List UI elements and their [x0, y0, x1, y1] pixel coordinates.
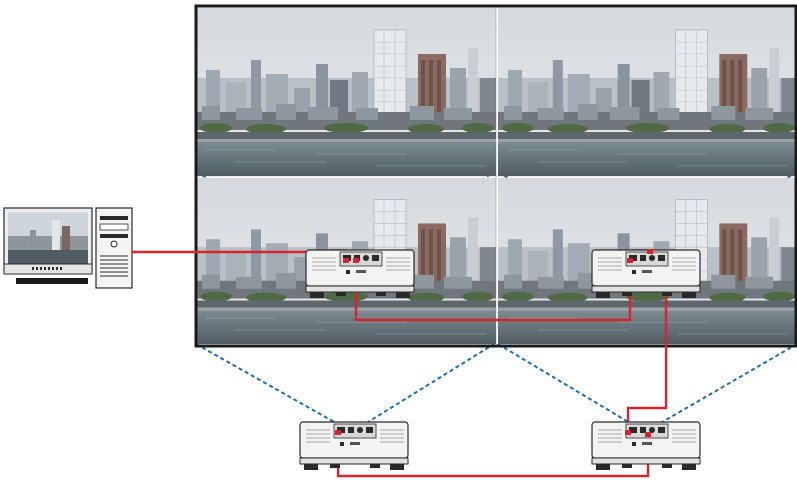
pc-tower-icon [95, 207, 133, 289]
projector-icon-bottom-right [591, 421, 701, 471]
tiled-screen [194, 4, 797, 348]
projector-icon-bottom-left [299, 421, 409, 471]
projection-line-bottom-right [497, 343, 797, 434]
screen-tile-top-left [196, 8, 496, 176]
source-pc [3, 207, 133, 289]
monitor-icon [3, 207, 93, 284]
projector-icon-top-right [591, 249, 701, 299]
projector-icon-top-left [305, 249, 415, 299]
screen-tile-top-right [498, 8, 797, 176]
projection-line-bottom-left [195, 343, 495, 434]
cable-endpoints [335, 249, 653, 437]
